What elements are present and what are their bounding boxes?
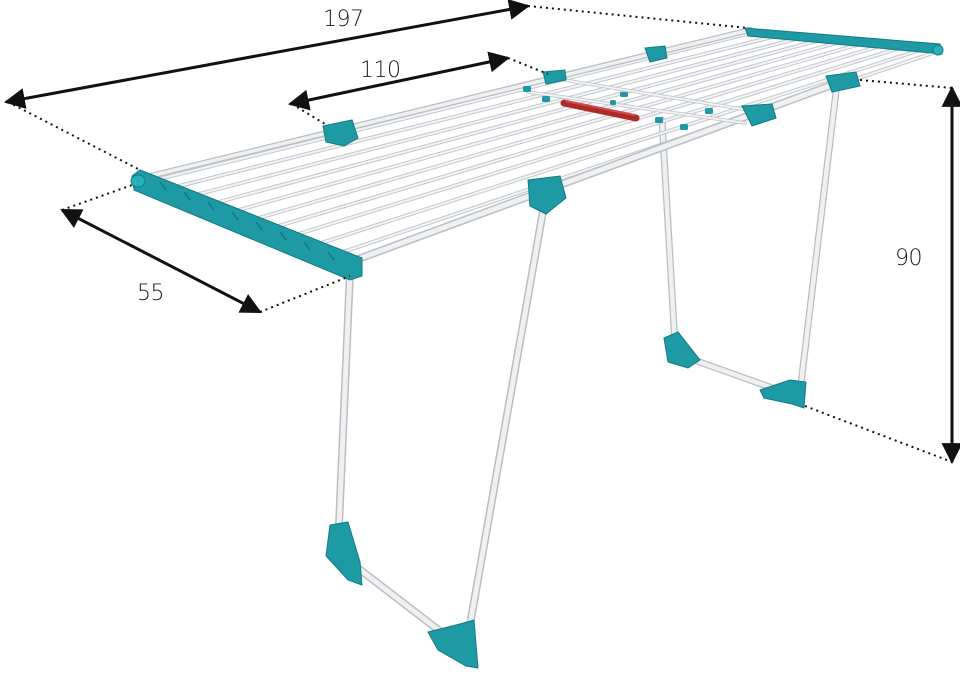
front-left-foot	[325, 521, 363, 586]
extension-label: 110	[360, 58, 401, 83]
depth-label: 55	[137, 281, 164, 306]
front-leg-frame	[325, 196, 549, 669]
length-dimension-arrow	[3, 0, 531, 109]
red-handle	[560, 99, 640, 122]
back-leg-frame	[658, 88, 840, 409]
front-right-foot	[427, 619, 479, 669]
dimension-lines	[3, 0, 960, 465]
back-end-bar	[744, 27, 944, 56]
length-label: 197	[323, 7, 364, 32]
extension-wing	[523, 76, 762, 130]
back-right-foot	[759, 379, 807, 409]
depth-dimension-arrow	[60, 208, 262, 314]
rail-connectors	[322, 45, 861, 215]
height-label: 90	[895, 246, 922, 271]
back-left-foot	[663, 331, 701, 369]
extension-dimension-arrow	[287, 51, 511, 111]
